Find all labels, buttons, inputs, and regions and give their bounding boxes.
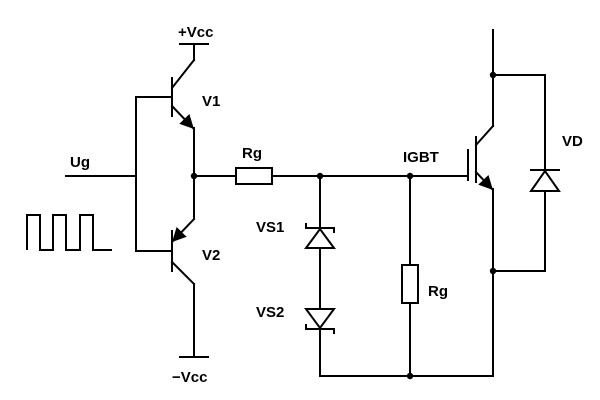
label-igbt: IGBT (403, 149, 439, 166)
diode-vd (492, 74, 561, 272)
transistor-v1 (170, 58, 196, 177)
label-vs2: VS2 (256, 304, 284, 321)
base-drive-wires (65, 96, 173, 252)
label-v2: V2 (202, 247, 220, 264)
square-wave-icon (26, 214, 112, 251)
label-vs1: VS1 (256, 219, 284, 236)
transistor-v2 (170, 175, 196, 342)
igbt-transistor (467, 29, 495, 377)
label-rg-shunt: Rg (428, 283, 448, 300)
label-vcc-negative: −Vcc (172, 369, 207, 386)
vcc-negative-rail (179, 340, 209, 358)
junction-dots (190, 71, 497, 380)
label-v1: V1 (202, 93, 220, 110)
label-rg-series: Rg (242, 145, 262, 162)
zener-vs2 (304, 308, 336, 377)
label-vcc-positive: +Vcc (178, 24, 213, 41)
vcc-positive-rail (179, 43, 209, 61)
label-ug: Ug (70, 154, 90, 171)
series-resistor-rg (193, 167, 469, 185)
shunt-resistor-rg (401, 175, 419, 377)
label-vd: VD (562, 133, 583, 150)
zener-vs1 (304, 175, 336, 310)
